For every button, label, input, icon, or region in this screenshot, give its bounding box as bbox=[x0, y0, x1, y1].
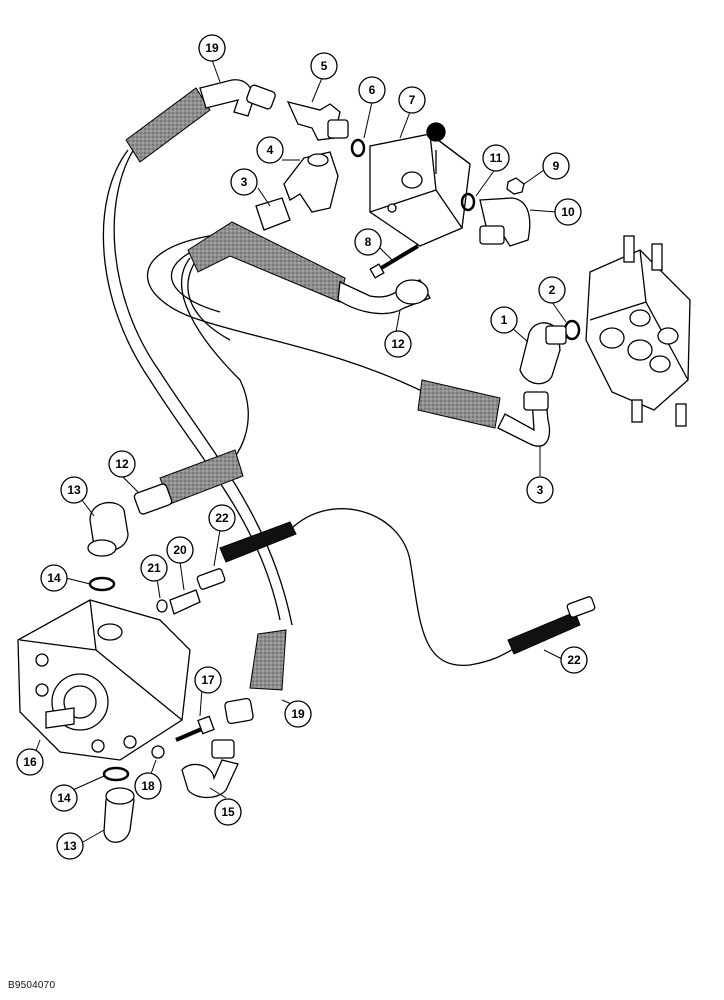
callout-1: 1 bbox=[490, 306, 518, 334]
callout-5: 5 bbox=[310, 52, 338, 80]
svg-text:12: 12 bbox=[391, 337, 405, 351]
hose-grips bbox=[125, 87, 581, 691]
svg-text:9: 9 bbox=[553, 159, 560, 173]
hose-12-upper-grip bbox=[187, 221, 346, 303]
svg-text:19: 19 bbox=[205, 41, 219, 55]
leader-lines bbox=[33, 59, 567, 847]
svg-text:22: 22 bbox=[567, 653, 581, 667]
svg-text:3: 3 bbox=[537, 483, 544, 497]
callout-14-lower: 14 bbox=[50, 784, 78, 812]
callout-19-lower: 19 bbox=[284, 700, 312, 728]
callout-13-upper: 13 bbox=[60, 476, 88, 504]
svg-text:5: 5 bbox=[321, 59, 328, 73]
svg-text:13: 13 bbox=[67, 483, 81, 497]
callout-11: 11 bbox=[482, 144, 510, 172]
svg-text:15: 15 bbox=[221, 805, 235, 819]
callout-12-lower: 12 bbox=[108, 450, 136, 478]
svg-text:6: 6 bbox=[369, 83, 376, 97]
svg-text:17: 17 bbox=[201, 673, 215, 687]
callout-10: 10 bbox=[554, 198, 582, 226]
svg-text:8: 8 bbox=[365, 235, 372, 249]
svg-text:16: 16 bbox=[23, 755, 37, 769]
callout-14-upper: 14 bbox=[40, 564, 68, 592]
svg-text:7: 7 bbox=[409, 93, 416, 107]
callout-17: 17 bbox=[194, 666, 222, 694]
callout-12-upper: 12 bbox=[384, 330, 412, 358]
callout-6: 6 bbox=[358, 76, 386, 104]
callout-21: 21 bbox=[140, 554, 168, 582]
callout-22-left: 22 bbox=[208, 504, 236, 532]
hose-12-lower-grip bbox=[159, 449, 244, 505]
figure-reference-code: B9504070 bbox=[8, 980, 56, 991]
callout-15: 15 bbox=[214, 798, 242, 826]
svg-text:12: 12 bbox=[115, 457, 129, 471]
fittings bbox=[17, 79, 691, 843]
svg-text:18: 18 bbox=[141, 779, 155, 793]
svg-text:4: 4 bbox=[267, 143, 274, 157]
callout-16: 16 bbox=[16, 748, 44, 776]
callouts: 19 5 6 7 4 3 11 9 10 8 2 1 12 3 12 13 22… bbox=[16, 34, 588, 860]
svg-text:20: 20 bbox=[173, 543, 187, 557]
callout-20: 20 bbox=[166, 536, 194, 564]
callout-3-lower: 3 bbox=[526, 476, 554, 504]
callout-18: 18 bbox=[134, 772, 162, 800]
svg-text:2: 2 bbox=[549, 283, 556, 297]
hose-19-lower-grip bbox=[249, 629, 287, 691]
svg-text:3: 3 bbox=[241, 175, 248, 189]
svg-text:10: 10 bbox=[561, 205, 575, 219]
svg-text:19: 19 bbox=[291, 707, 305, 721]
svg-text:14: 14 bbox=[57, 791, 71, 805]
hose-19-upper-grip bbox=[125, 87, 211, 163]
callout-4: 4 bbox=[256, 136, 284, 164]
hose-22-sleeve-lower bbox=[507, 611, 581, 655]
svg-text:21: 21 bbox=[147, 561, 161, 575]
callout-22-right: 22 bbox=[560, 646, 588, 674]
svg-text:1: 1 bbox=[501, 313, 508, 327]
callout-8: 8 bbox=[354, 228, 382, 256]
callout-7: 7 bbox=[398, 86, 426, 114]
svg-text:22: 22 bbox=[215, 511, 229, 525]
callout-13-lower: 13 bbox=[56, 832, 84, 860]
svg-text:13: 13 bbox=[63, 839, 77, 853]
svg-text:14: 14 bbox=[47, 571, 61, 585]
svg-text:11: 11 bbox=[490, 151, 503, 165]
hose-3-grip bbox=[417, 379, 501, 429]
callout-2: 2 bbox=[538, 276, 566, 304]
callout-19-upper: 19 bbox=[198, 34, 226, 62]
hose-22-sleeve-upper bbox=[219, 521, 297, 563]
callout-9: 9 bbox=[542, 152, 570, 180]
callout-3-upper: 3 bbox=[230, 168, 258, 196]
